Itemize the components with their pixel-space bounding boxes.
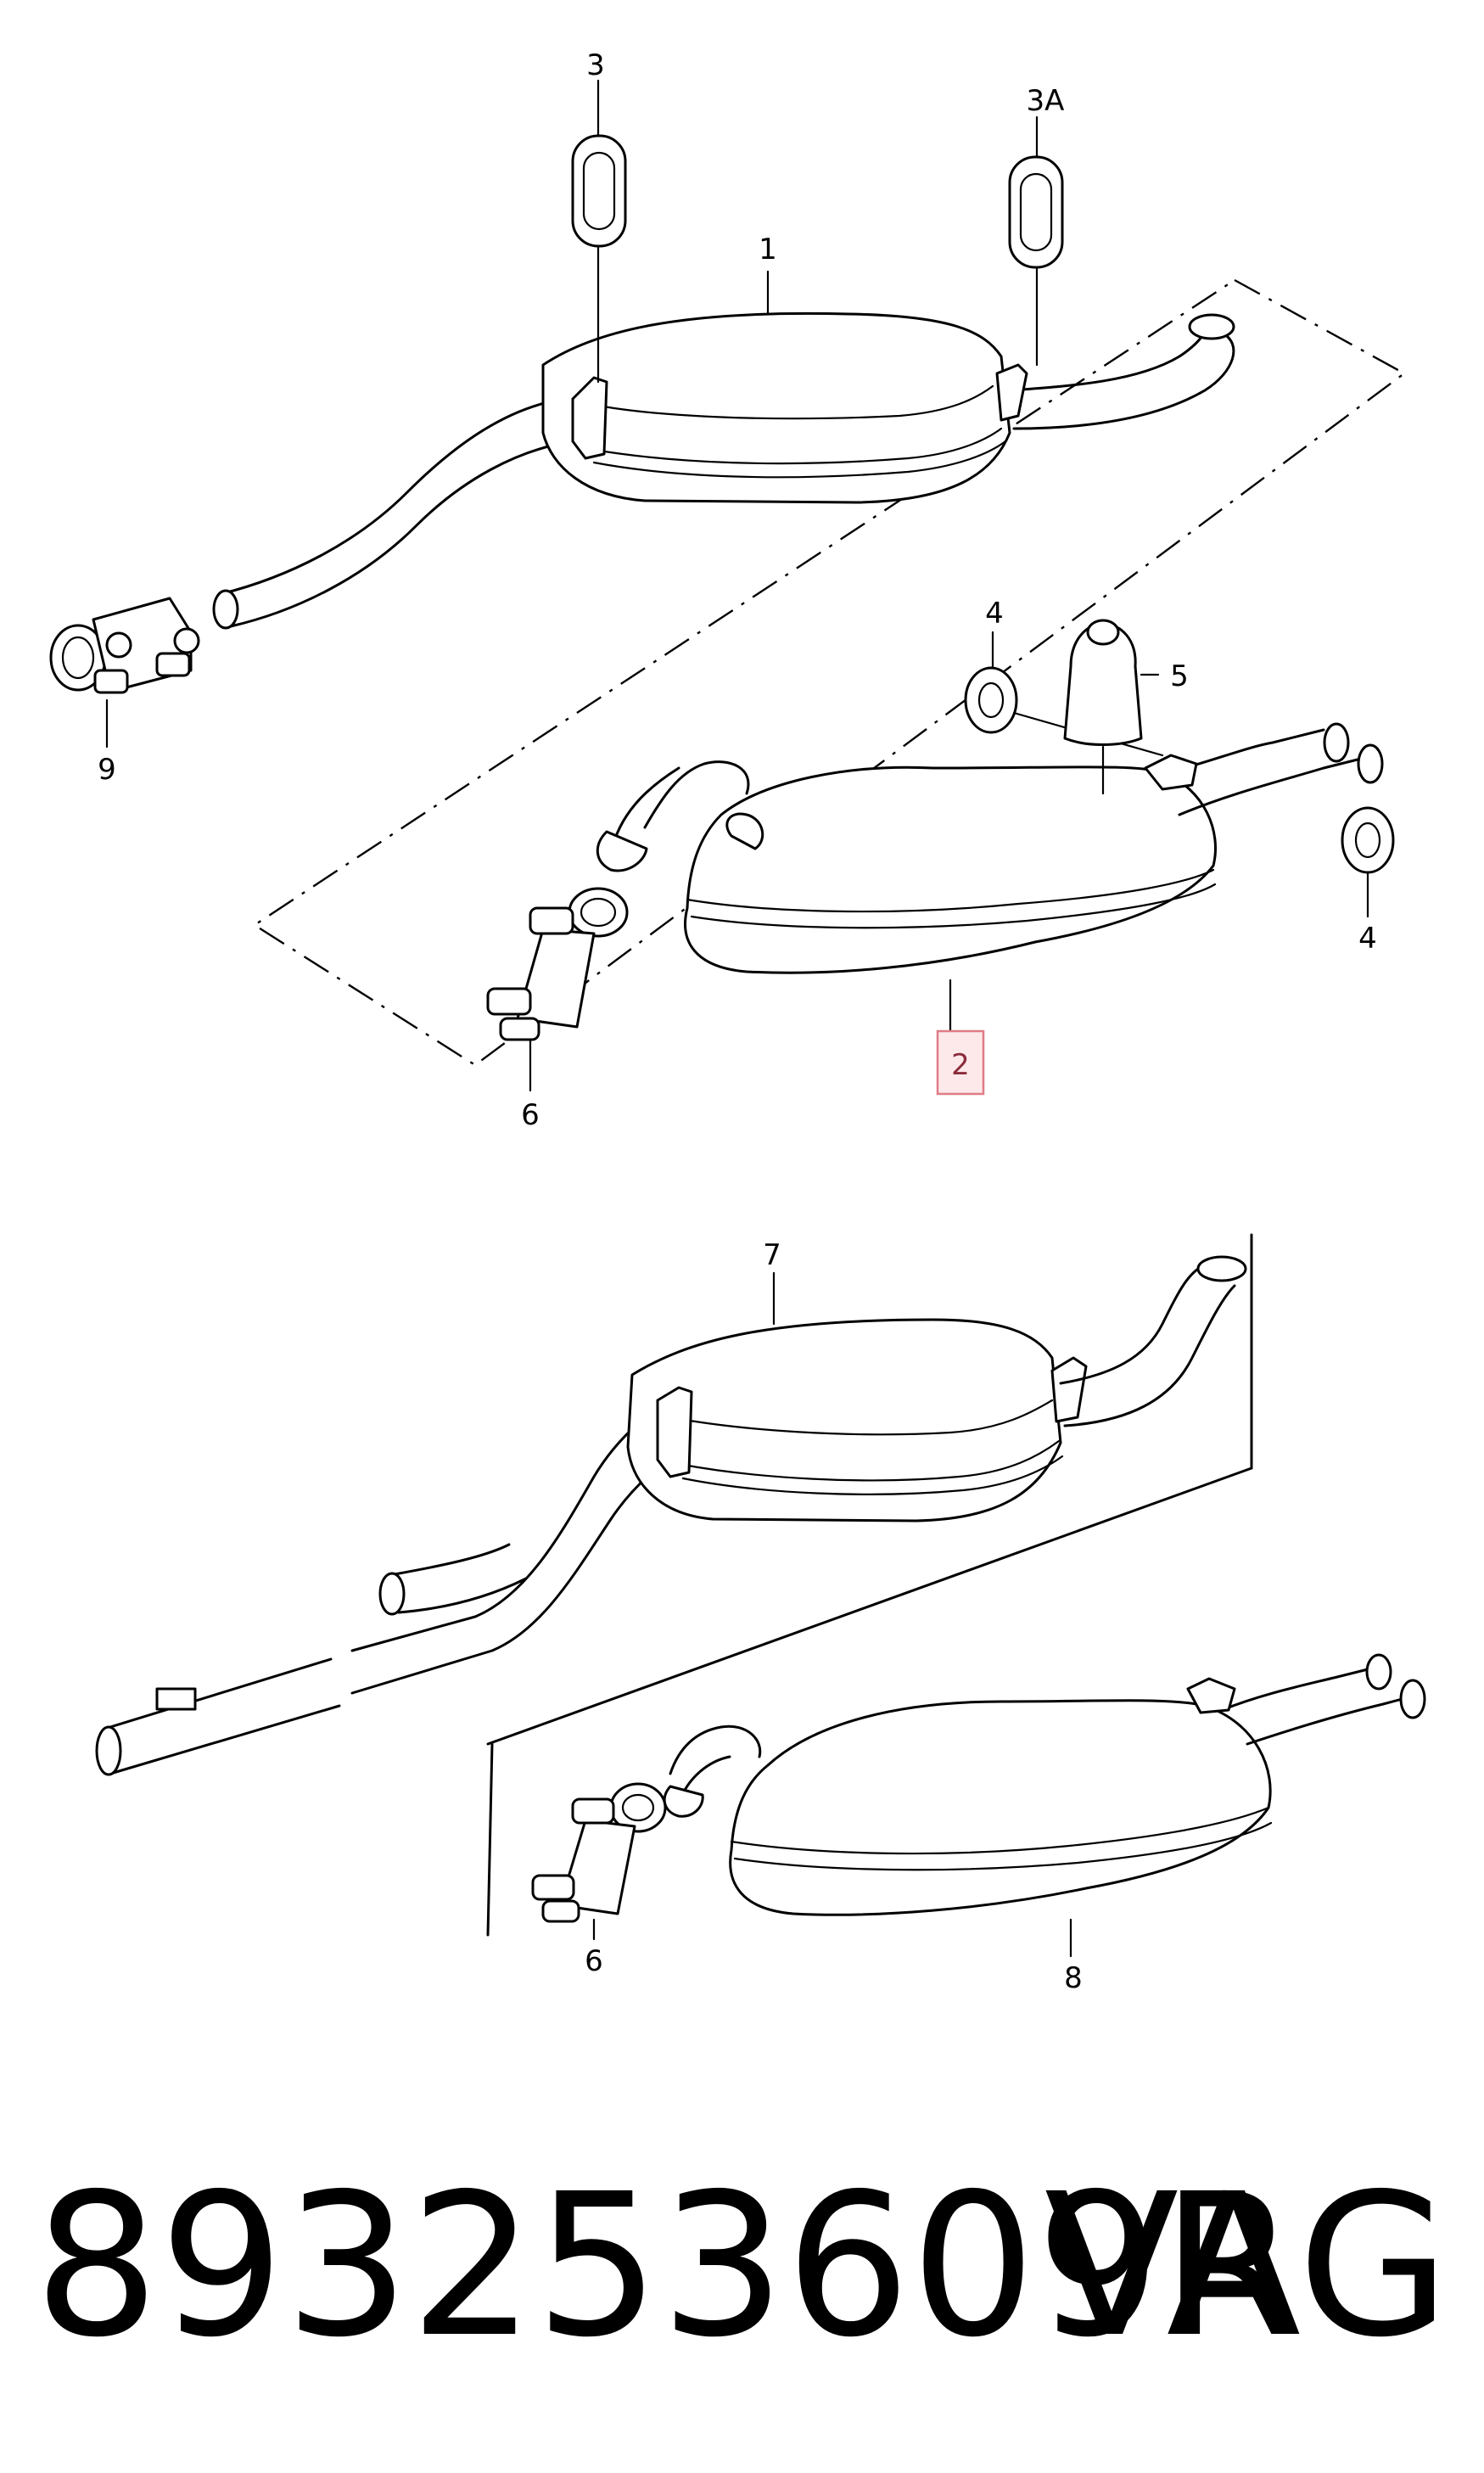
retaining-ring-part-4-lower — [1341, 806, 1395, 918]
connecting-clamp-part-6-upper — [486, 887, 629, 1092]
highlight-box-part-2 — [936, 1029, 985, 1096]
leader-lines — [596, 79, 1039, 1326]
callout-1: 1 — [759, 233, 777, 266]
group-boundary-bottom — [486, 1233, 1253, 1937]
callout-6-lower: 6 — [585, 1944, 603, 1978]
callout-9: 9 — [98, 753, 116, 787]
brand-name: VAG — [1044, 2151, 1450, 2380]
callout-5: 5 — [1170, 659, 1189, 693]
group-boundary-top — [252, 278, 1407, 1067]
rear-silencer-part-2 — [596, 722, 1384, 1046]
callout-4-upper: 4 — [985, 597, 1004, 631]
rubber-mount-part-3a — [1008, 155, 1064, 367]
middle-silencer-part-1 — [212, 311, 1235, 630]
callout-3a: 3A — [1027, 84, 1065, 118]
callout-8: 8 — [1064, 1961, 1083, 1995]
callout-6-upper: 6 — [521, 1098, 540, 1132]
callout-3: 3 — [586, 48, 605, 82]
pipe-clamp-part-9 — [49, 597, 200, 749]
front-silencer-part-7 — [95, 1255, 1247, 1776]
part-number: 893253609R — [34, 2151, 1298, 2380]
retaining-ring-part-4-upper — [964, 631, 1164, 757]
rubber-buffer-part-5 — [1063, 619, 1160, 795]
connecting-clamp-part-6-lower — [531, 1782, 667, 1941]
callout-7: 7 — [763, 1238, 781, 1272]
rear-silencer-part-8 — [663, 1653, 1426, 1958]
callout-2-highlighted: 2 — [951, 1048, 970, 1082]
callout-4-lower: 4 — [1358, 922, 1377, 956]
exhaust-parts-diagram: 1 2 3 3A 4 5 4 9 6 7 6 8 — [49, 48, 1426, 1995]
